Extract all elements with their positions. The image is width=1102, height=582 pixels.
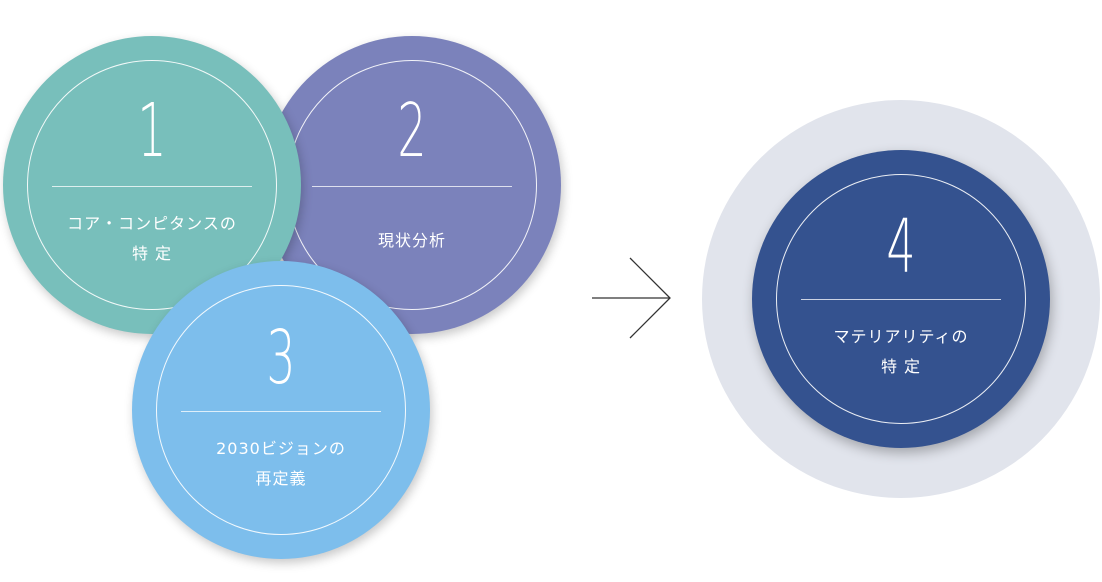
right-arrow-icon [592,257,671,339]
step-1-label-line2: 特 定 [131,244,173,263]
step-3-circle: 3 2030ビジョンの 再定義 [132,261,430,559]
step-1-divider [52,186,252,187]
step-4-divider [801,299,1001,300]
step-1-label-line1: コア・コンピタンスの [67,214,237,233]
step-2-label: 現状分析 [377,231,446,250]
step-2-divider [312,186,512,187]
step-3-label-line1: 2030ビジョンの [216,439,346,458]
step-3-divider [181,411,381,412]
step-4-label-line2: 特 定 [880,357,922,376]
step-3-inner-ring [156,285,406,535]
step-4-label-line1: マテリアリティの [833,327,969,346]
step-4-inner-ring [776,174,1026,424]
step-3-number: 3 [266,315,296,401]
step-1-inner-ring [27,60,277,310]
step-2-number: 2 [397,88,427,174]
step-3-label-line2: 再定義 [255,469,307,488]
step-4-number: 4 [886,204,916,290]
step-4-circle: 4 マテリアリティの 特 定 [752,150,1050,448]
step-1-number: 1 [137,88,167,174]
